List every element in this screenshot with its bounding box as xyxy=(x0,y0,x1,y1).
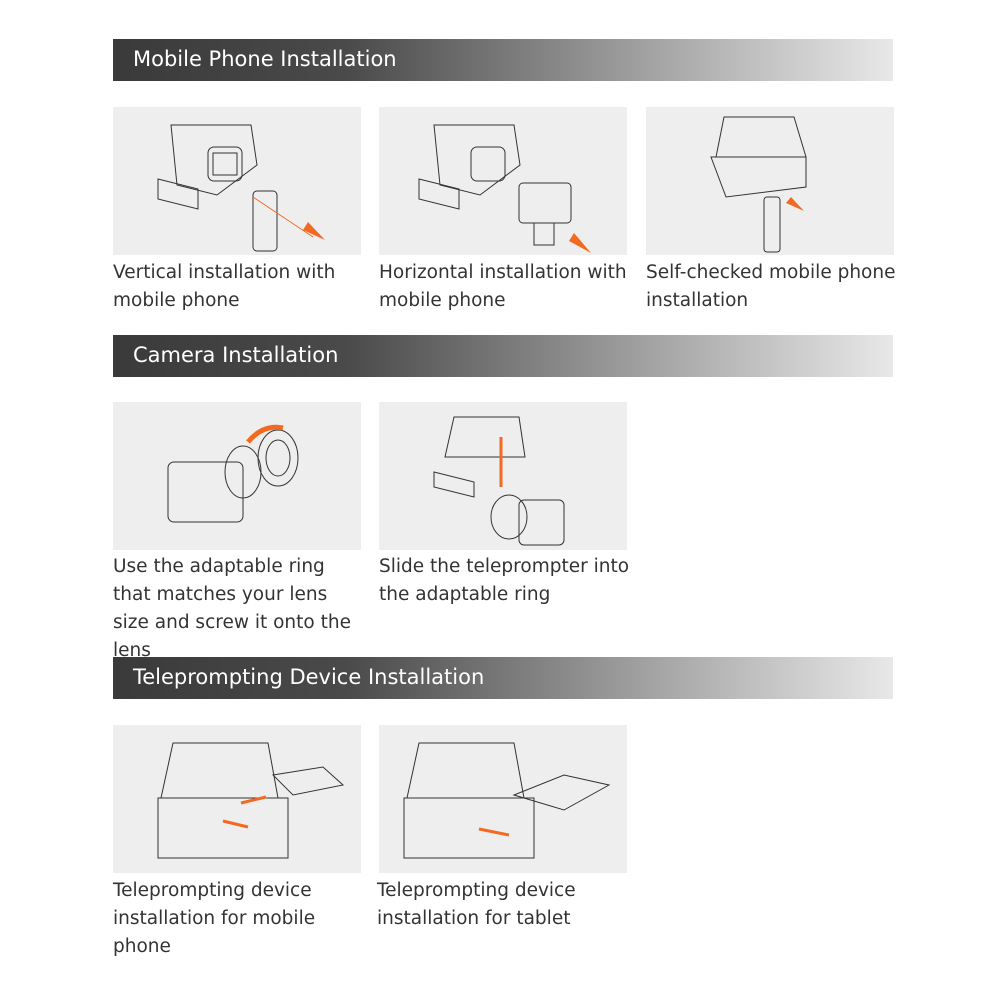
section-title: Teleprompting Device Installation xyxy=(133,665,485,689)
illustration-lens-ring xyxy=(113,402,361,550)
section-title: Mobile Phone Installation xyxy=(133,47,397,71)
illustration-slide-teleprompter xyxy=(379,402,627,550)
caption: Use the adaptable ring that matches your… xyxy=(113,556,351,661)
caption: Teleprompting device installation for ta… xyxy=(377,880,576,929)
illustration-self-check-phone xyxy=(646,107,894,255)
section-title: Camera Installation xyxy=(133,343,339,367)
section-header-device: Teleprompting Device Installation xyxy=(113,657,893,699)
section-header-camera: Camera Installation xyxy=(113,335,893,377)
caption: Teleprompting device installation for mo… xyxy=(113,880,316,957)
caption: Slide the teleprompter into the adaptabl… xyxy=(379,556,630,605)
illustration-device-phone xyxy=(113,725,361,873)
illustration-device-tablet xyxy=(379,725,627,873)
section-header-mobile: Mobile Phone Installation xyxy=(113,39,893,81)
caption: Vertical installation with mobile phone xyxy=(113,262,336,311)
illustration-horizontal-phone xyxy=(379,107,627,255)
illustration-vertical-phone xyxy=(113,107,361,255)
caption: Horizontal installation with mobile phon… xyxy=(379,262,627,311)
caption: Self-checked mobile phone installation xyxy=(646,262,896,311)
